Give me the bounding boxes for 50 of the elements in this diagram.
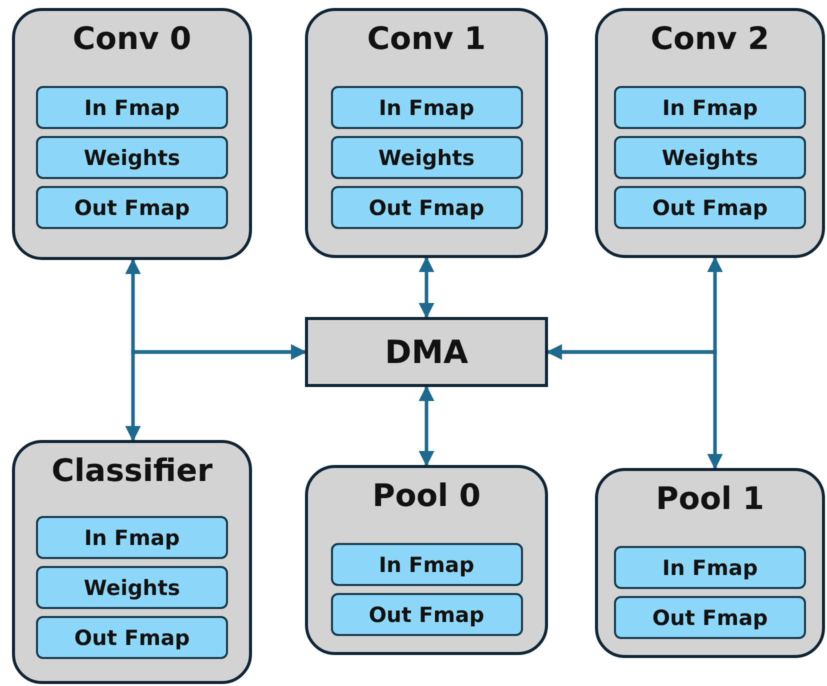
buffer-box: [330, 593, 522, 636]
buffer-label: Out Fmap: [652, 606, 768, 630]
buffer-label: Out Fmap: [368, 196, 484, 220]
buffer-box: [330, 136, 522, 179]
buffer-box: [330, 186, 522, 229]
module-box: [12, 440, 252, 684]
module-title: Conv 0: [72, 21, 192, 57]
module-title: Pool 1: [654, 481, 766, 517]
module-box: [305, 8, 548, 258]
buffer-box: [614, 546, 806, 589]
buffer-label: Out Fmap: [74, 626, 190, 650]
buffer-box: [330, 543, 522, 586]
double-arrow: [418, 385, 434, 467]
module-title: Classifier: [50, 453, 214, 489]
buffer-box: [36, 516, 228, 559]
buffer-label: Weights: [378, 146, 475, 170]
buffer-label: Weights: [84, 146, 180, 170]
buffer-box: [614, 596, 806, 639]
buffer-box: [614, 86, 806, 129]
buffer-box: [614, 186, 806, 229]
buffer-label: Out Fmap: [368, 602, 484, 626]
buffer-label: Weights: [84, 576, 180, 600]
buffer-label: Weights: [662, 146, 758, 170]
module-title: Pool 0: [371, 478, 482, 514]
buffer-box: [330, 86, 522, 129]
double-arrow: [125, 344, 307, 442]
buffer-label: Out Fmap: [652, 196, 768, 220]
module-box: [595, 8, 825, 258]
buffer-label: In Fmap: [378, 96, 474, 120]
buffer-box: [36, 616, 228, 659]
module-box: [305, 465, 548, 655]
buffer-label: In Fmap: [378, 552, 474, 576]
buffer-label: In Fmap: [84, 526, 180, 550]
process-box: [305, 317, 548, 387]
double-arrow: [546, 344, 723, 470]
buffer-box: [36, 136, 228, 179]
buffer-box: [36, 566, 228, 609]
module-box: [12, 8, 252, 260]
buffer-label: In Fmap: [662, 96, 758, 120]
module-title: Conv 1: [366, 21, 487, 57]
buffer-label: In Fmap: [84, 96, 180, 120]
process-label: DMA: [384, 333, 468, 371]
buffer-label: Out Fmap: [74, 196, 190, 220]
double-arrow: [418, 256, 434, 319]
module-title: Conv 2: [650, 21, 770, 57]
buffer-box: [614, 136, 806, 179]
buffer-label: In Fmap: [662, 556, 758, 580]
buffer-box: [36, 186, 228, 229]
module-box: [595, 468, 825, 658]
buffer-box: [36, 86, 228, 129]
